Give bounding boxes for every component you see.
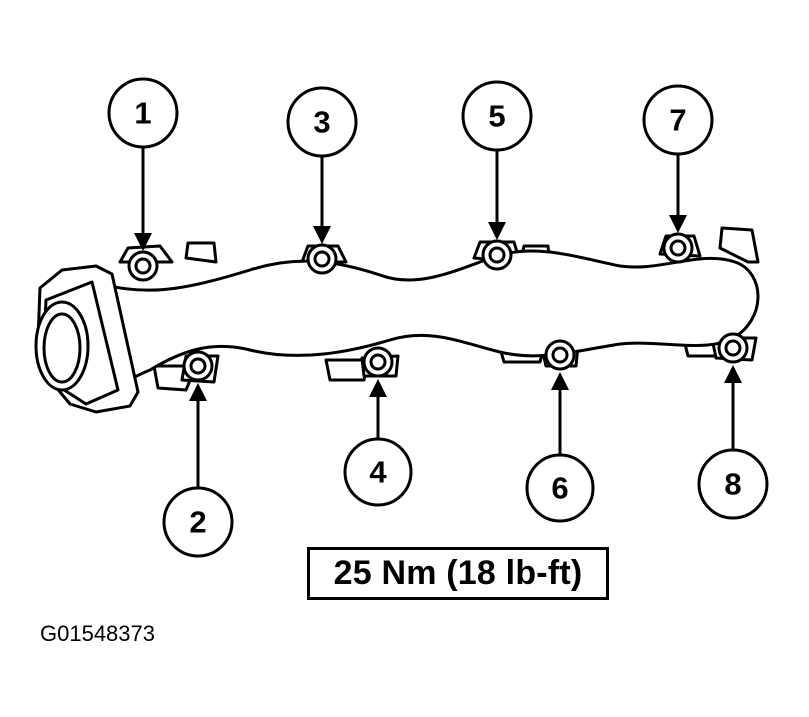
- bolt-2: [182, 350, 214, 382]
- bolt-1: [127, 250, 159, 282]
- bolt-5: [481, 239, 513, 271]
- figure-id: G01548373: [40, 621, 155, 646]
- bolt-3: [306, 243, 338, 275]
- callout-circle-6: [525, 453, 595, 523]
- callout-number-4: 4: [369, 455, 387, 490]
- torque-spec-label: 25 Nm (18 lb-ft): [307, 547, 609, 600]
- callout-number-5: 5: [488, 99, 505, 134]
- callout-circle-8: [697, 448, 769, 520]
- bolt-8: [717, 332, 749, 364]
- callout-number-8: 8: [724, 467, 741, 502]
- callout-circle-5: [461, 80, 533, 152]
- callout-circle-2: [162, 486, 234, 558]
- callout-circle-4: [343, 437, 413, 507]
- callout-number-2: 2: [189, 505, 206, 540]
- bolt-7: [662, 232, 694, 264]
- callout-number-6: 6: [551, 471, 568, 506]
- bolt-6: [544, 339, 576, 371]
- bolt-4: [362, 346, 394, 378]
- callout-circle-7: [642, 84, 714, 156]
- callout-circle-3: [286, 86, 358, 158]
- callout-number-3: 3: [313, 105, 330, 140]
- callout-circle-1: [107, 77, 179, 149]
- callout-number-7: 7: [669, 103, 686, 138]
- callout-number-1: 1: [134, 96, 151, 131]
